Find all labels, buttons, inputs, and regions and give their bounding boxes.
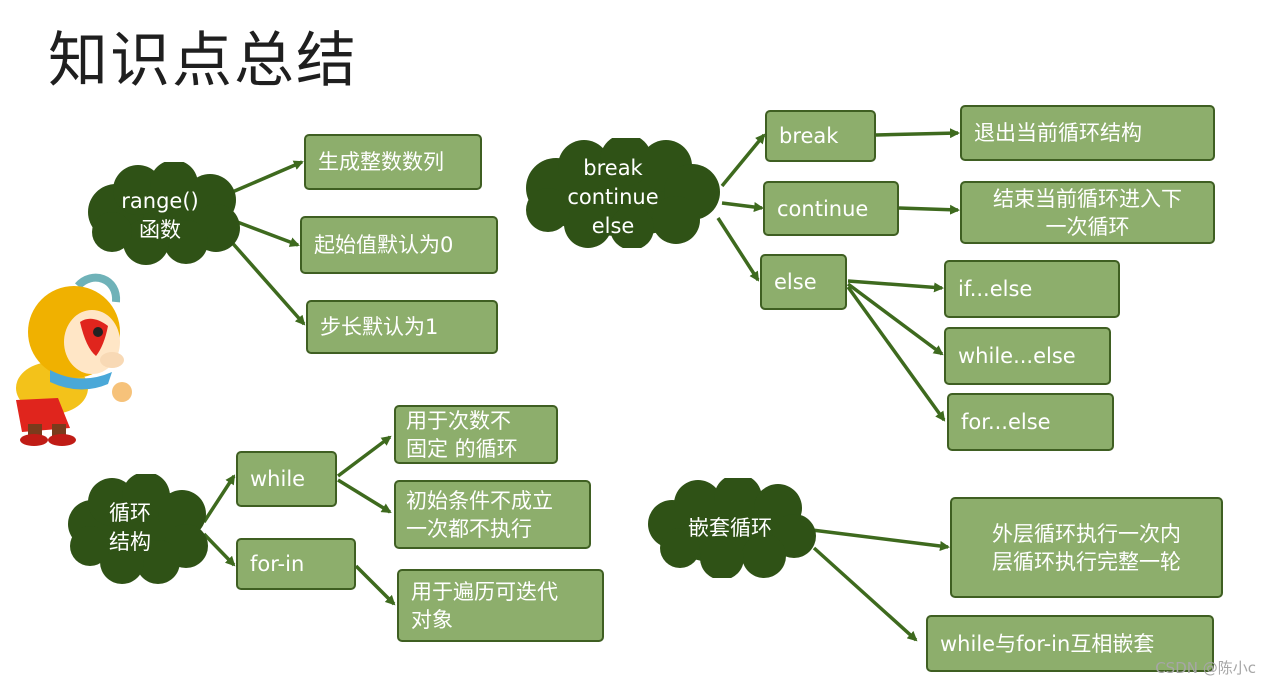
- arrow-nested-to-desc2: [812, 546, 918, 642]
- while-desc-1-line1: 用于次数不: [406, 408, 511, 433]
- while-desc-2-line2: 一次都不执行: [406, 516, 532, 541]
- arrow-forin-to-desc: [354, 564, 396, 606]
- arrow-loop-to-while: [202, 474, 236, 523]
- cloud-loop-structure: [68, 474, 208, 584]
- break-cloud-line1: break: [583, 155, 643, 180]
- nested-desc-1: 外层循环执行一次内层循环执行完整一轮: [950, 497, 1223, 598]
- forin-box: for-in: [236, 538, 356, 590]
- monkey-king-mascot-icon: [16, 273, 132, 446]
- nested-desc-1-line1: 外层循环执行一次内: [992, 521, 1181, 546]
- whileelse-box: while...else: [944, 327, 1111, 385]
- continue-desc-line2: 一次循环: [1045, 214, 1130, 239]
- while-desc-1-line2: 固定 的循环: [406, 436, 518, 461]
- break-cloud-line3: else: [591, 213, 635, 238]
- arrow-continue-to-desc: [898, 204, 960, 215]
- while-desc-2: 初始条件不成立一次都不执行: [394, 480, 591, 549]
- range-item-3: 步长默认为1: [306, 300, 498, 354]
- while-box: while: [236, 451, 337, 507]
- forin-desc-line2: 对象: [411, 607, 453, 632]
- break-box: break: [765, 110, 876, 162]
- break-desc-box: 退出当前循环结构: [960, 105, 1215, 161]
- arrow-while-to-desc2: [337, 478, 392, 514]
- nested-desc-2: while与for-in互相嵌套: [926, 615, 1214, 672]
- arrow-range-to-item-3: [226, 236, 306, 326]
- continue-box: continue: [763, 181, 899, 236]
- arrow-else-to-ifelse: [847, 279, 944, 293]
- arrow-break-cloud-to-break: [720, 133, 766, 188]
- range-item-2: 起始值默认为0: [300, 216, 498, 274]
- range-cloud-label: range() 函数: [96, 186, 224, 246]
- ifelse-box: if...else: [944, 260, 1120, 318]
- arrow-break-cloud-to-else: [716, 217, 760, 282]
- arrow-break-to-desc: [875, 128, 960, 139]
- nested-desc-1-line2: 层循环执行完整一轮: [992, 549, 1181, 574]
- cloud-range: [88, 162, 240, 265]
- arrow-nested-to-desc1: [811, 528, 950, 551]
- forin-desc-line1: 用于遍历可迭代: [411, 579, 558, 604]
- while-desc-1: 用于次数不固定 的循环: [394, 405, 558, 464]
- continue-desc-box: 结束当前循环进入下一次循环: [960, 181, 1215, 244]
- loop-cloud-label: 循环结构: [80, 496, 180, 560]
- break-cloud-line2: continue: [567, 184, 659, 209]
- watermark: CSDN @陈小c: [1155, 659, 1256, 677]
- arrow-loop-to-forin: [202, 532, 236, 567]
- forin-desc: 用于遍历可迭代对象: [397, 569, 604, 642]
- loop-label-line1: 循环: [109, 501, 151, 525]
- arrow-else-to-forelse: [846, 285, 946, 422]
- arrow-else-to-whileelse: [846, 282, 944, 356]
- arrow-range-to-item-1: [229, 160, 304, 195]
- arrow-while-to-desc1: [336, 435, 392, 478]
- break-cloud-label: break continue else: [538, 152, 688, 242]
- range-item-1: 生成整数数列: [304, 134, 482, 190]
- range-label-line1: range(): [121, 189, 199, 213]
- arrow-break-cloud-to-continue: [721, 201, 764, 212]
- else-box: else: [760, 254, 847, 310]
- cloud-nested-loop: [648, 478, 816, 578]
- range-label-line2: 函数: [138, 218, 181, 242]
- arrow-range-to-item-2: [231, 218, 300, 247]
- forelse-box: for...else: [947, 393, 1114, 451]
- nested-cloud-label: 嵌套循环: [688, 515, 772, 540]
- loop-label-line2: 结构: [109, 530, 151, 554]
- continue-desc-line1: 结束当前循环进入下: [993, 186, 1182, 211]
- page-title: 知识点总结: [48, 26, 358, 96]
- while-desc-2-line1: 初始条件不成立: [406, 488, 553, 513]
- cloud-break-continue-else: [526, 138, 720, 248]
